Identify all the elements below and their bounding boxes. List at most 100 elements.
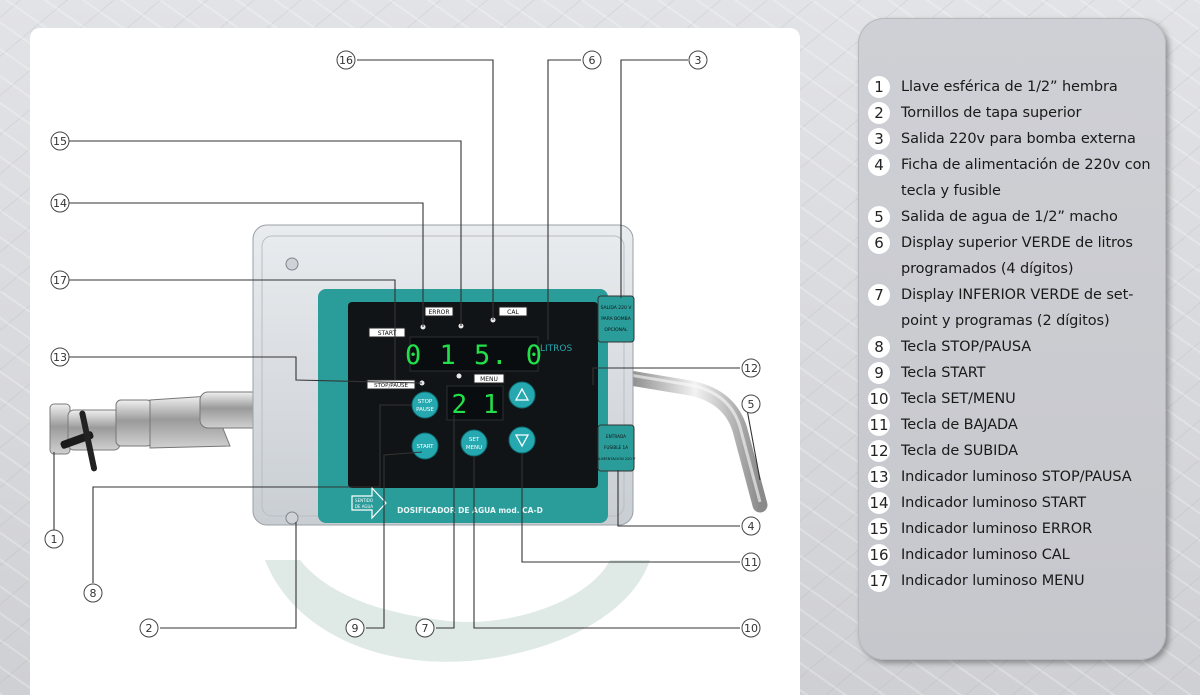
callout-8: 8 — [83, 583, 103, 603]
top-display-unit: LITROS — [540, 344, 573, 354]
legend-number: 3 — [868, 128, 890, 150]
callout-14: 14 — [50, 193, 70, 213]
legend-text: Llave esférica de 1/2” hembra — [901, 79, 1118, 95]
legend-text: Indicador luminoso MENU — [901, 573, 1085, 589]
legend-item: 9 Tecla START — [868, 360, 1164, 386]
legend-item: 16 Indicador luminoso CAL — [868, 542, 1164, 568]
legend-text: Tecla STOP/PAUSA — [901, 339, 1032, 355]
down-button[interactable] — [508, 426, 536, 454]
indicator-start-label: START — [378, 330, 397, 337]
legend-number: 10 — [868, 388, 890, 410]
legend-number: 9 — [868, 362, 890, 384]
callout-15: 15 — [50, 131, 70, 151]
legend-text: Tecla SET/MENU — [901, 391, 1016, 407]
legend-item: 3 Salida 220v para bomba externa — [868, 126, 1164, 152]
bottom-display-value: 2 1 — [452, 390, 499, 420]
legend-text: Tecla de SUBIDA — [901, 443, 1018, 459]
water-outlet-pipe — [622, 370, 768, 513]
legend-text: Tecla START — [901, 365, 986, 381]
side-label-top-3: OPCIONAL — [604, 327, 628, 333]
callout-5: 5 — [741, 394, 761, 414]
legend-text: Display INFERIOR VERDE de set-point y pr… — [901, 287, 1134, 329]
set-menu-button[interactable] — [460, 429, 488, 457]
side-label-bottom-2: FUSIBLE 1A — [604, 445, 628, 450]
legend-number: 8 — [868, 336, 890, 358]
indicator-menu-led — [456, 373, 462, 379]
svg-text:15: 15 — [53, 135, 67, 148]
svg-text:10: 10 — [744, 622, 758, 635]
legend-item: 12 Tecla de SUBIDA — [868, 438, 1164, 464]
svg-text:5: 5 — [748, 398, 755, 411]
up-button[interactable] — [508, 381, 536, 409]
callout-4: 4 — [741, 516, 761, 536]
callout-12: 12 — [741, 358, 761, 378]
svg-text:2: 2 — [146, 622, 153, 635]
legend-item: 8 Tecla STOP/PAUSA — [868, 334, 1164, 360]
leader-lines — [53, 59, 761, 629]
indicator-cal-label: CAL — [507, 309, 519, 316]
down-arrow-icon — [514, 434, 530, 448]
set-button-line1: SET — [469, 437, 480, 443]
indicator-error-label: ERROR — [428, 309, 449, 316]
svg-text:9: 9 — [352, 622, 359, 635]
side-label-bottom-3: ALIMENTACION 220 V — [597, 457, 636, 461]
side-label-top-1: SALIDA 220 V — [601, 305, 633, 311]
stop-pause-button[interactable] — [411, 391, 439, 419]
legend-item: 2 Tornillos de tapa superior — [868, 100, 1164, 126]
legend-text: Salida 220v para bomba externa — [901, 131, 1136, 147]
legend-item: 15 Indicador luminoso ERROR — [868, 516, 1164, 542]
callout-2: 2 — [139, 618, 159, 638]
svg-text:7: 7 — [422, 622, 429, 635]
callout-6: 6 — [582, 50, 602, 70]
legend-number: 12 — [868, 440, 890, 462]
legend-text: Indicador luminoso ERROR — [901, 521, 1093, 537]
legend-item: 14 Indicador luminoso START — [868, 490, 1164, 516]
callout-9: 9 — [345, 618, 365, 638]
stop-button-line1: STOP — [418, 399, 433, 405]
legend-text: Salida de agua de 1/2” macho — [901, 209, 1118, 225]
background-swoosh — [265, 560, 650, 662]
callout-11: 11 — [741, 552, 761, 572]
legend-number: 15 — [868, 518, 890, 540]
svg-text:16: 16 — [339, 54, 353, 67]
legend-number: 5 — [868, 206, 890, 228]
callout-7: 7 — [415, 618, 435, 638]
svg-text:6: 6 — [589, 54, 596, 67]
svg-text:13: 13 — [53, 351, 67, 364]
legend-text: Indicador luminoso CAL — [901, 547, 1070, 563]
callout-10: 10 — [741, 618, 761, 638]
callout-3: 3 — [688, 50, 708, 70]
legend-number: 14 — [868, 492, 890, 514]
legend-panel — [858, 18, 1166, 660]
top-display-value: 0 1 5. 0 — [405, 340, 543, 371]
svg-text:4: 4 — [748, 520, 755, 533]
legend-number: 16 — [868, 544, 890, 566]
callout-1: 1 — [44, 529, 64, 549]
set-button-line2: MENU — [466, 445, 482, 451]
legend-number: 13 — [868, 466, 890, 488]
svg-text:14: 14 — [53, 197, 67, 210]
legend-number: 2 — [868, 102, 890, 124]
bottom-display-frame — [446, 385, 504, 421]
legend-item: 1 Llave esférica de 1/2” hembra — [868, 74, 1164, 100]
indicator-stop-label: STOP/PAUSE — [374, 383, 409, 389]
svg-text:3: 3 — [695, 54, 702, 67]
side-label-bottom-1: ENTRADA — [606, 434, 626, 439]
svg-text:11: 11 — [744, 556, 758, 569]
legend-text: Indicador luminoso START — [901, 495, 1087, 511]
legend-number: 1 — [868, 76, 890, 98]
legend-text: Tornillos de tapa superior — [901, 105, 1082, 121]
callout-16: 16 — [336, 50, 356, 70]
flow-arrow-line2: DE AGUA — [355, 504, 374, 509]
start-button-label: START — [417, 444, 435, 450]
svg-text:1: 1 — [51, 533, 58, 546]
device-diagram: SALIDA 220 V PARA BOMBA OPCIONAL ENTRADA… — [44, 50, 768, 662]
top-display-frame — [409, 336, 539, 372]
svg-text:12: 12 — [744, 362, 758, 375]
dosing-controller — [252, 224, 635, 526]
callout-13: 13 — [50, 347, 70, 367]
